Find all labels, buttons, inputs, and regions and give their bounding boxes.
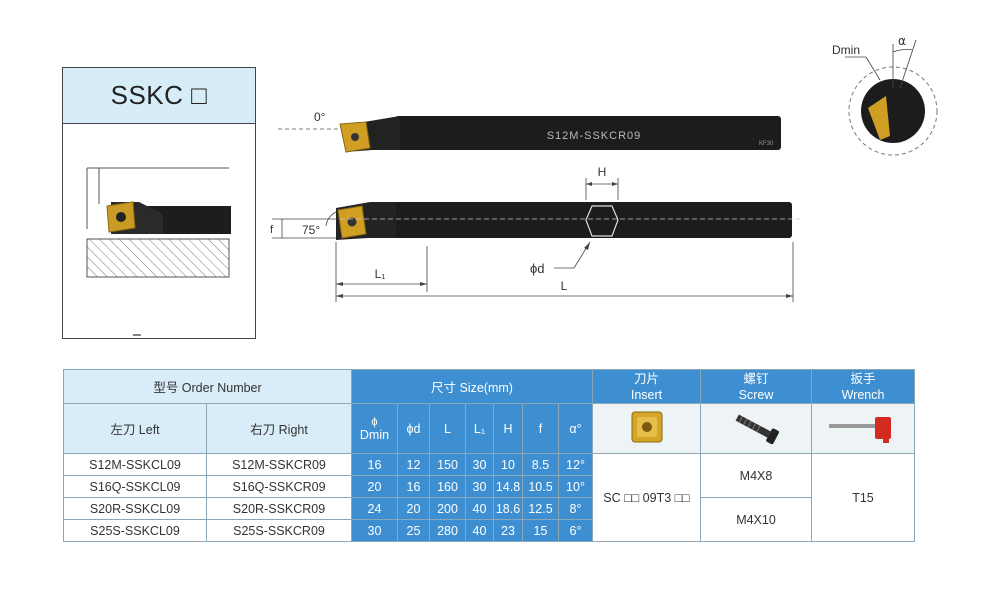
alpha-value: 12°	[558, 453, 593, 476]
dmin-value: 16	[351, 453, 398, 476]
left-model: S12M-SSKCL09	[63, 453, 207, 476]
l-value: 280	[429, 519, 466, 542]
h-value: 10	[493, 453, 523, 476]
zero-angle-label: 0°	[314, 110, 326, 124]
screw-image	[700, 403, 812, 454]
right-model: S12M-SSKCR09	[206, 453, 352, 476]
l-value: 150	[429, 453, 466, 476]
detail-insert	[868, 96, 890, 140]
dmin-value: 20	[351, 475, 398, 498]
top-bar-shank	[395, 116, 781, 150]
screw-icon	[735, 414, 779, 445]
order-number-header: 型号 Order Number	[63, 369, 352, 404]
d-col-header: ϕd	[397, 403, 430, 454]
l-col-header: L	[429, 403, 466, 454]
alpha-label: α	[898, 34, 906, 48]
f-label: f	[270, 224, 274, 236]
insert-value: SC □□ 09T3 □□	[592, 453, 701, 542]
right-model: S25S-SSKCR09	[206, 519, 352, 542]
size-header: 尺寸 Size(mm)	[351, 369, 593, 404]
approach-angle-label: 75°	[302, 223, 320, 237]
f-value: 10.5	[522, 475, 559, 498]
alpha-value: 6°	[558, 519, 593, 542]
d-value: 25	[397, 519, 430, 542]
d-value: 12	[397, 453, 430, 476]
left-header: 左刀 Left	[63, 403, 207, 454]
f-col-header: f	[522, 403, 559, 454]
left-model: S16Q-SSKCL09	[63, 475, 207, 498]
d-value: 16	[397, 475, 430, 498]
right-model: S16Q-SSKCR09	[206, 475, 352, 498]
bar-marking: S12M-SSKCR09	[547, 130, 642, 142]
h-label: H	[598, 165, 607, 179]
l1-label: L₁	[375, 267, 386, 281]
insert-icon	[631, 411, 662, 443]
screw-value-2: M4X10	[700, 497, 812, 542]
l1-col-header: L₁	[465, 403, 494, 454]
phid-label: ϕd	[530, 261, 545, 276]
dmin-value: 24	[351, 497, 398, 520]
table-row: S12M-SSKCL09 S12M-SSKCR09 16 12 150 30 1…	[63, 453, 915, 542]
f-value: 12.5	[522, 497, 559, 520]
table-row: S16Q-SSKCL09 S16Q-SSKCR09 20 16 160 30 1…	[63, 475, 915, 498]
l1-value: 40	[465, 497, 494, 520]
boring-detail-drawing	[86, 167, 231, 336]
h-value: 14.8	[493, 475, 523, 498]
h-col-header: H	[493, 403, 523, 454]
bar-small-marking: KF30	[759, 141, 774, 147]
wrench-icon	[829, 417, 891, 443]
f-value: 15	[522, 519, 559, 542]
left-model: S20R-SSKCL09	[63, 497, 207, 520]
screw-value-1: M4X8	[700, 453, 812, 498]
left-model: S25S-SSKCL09	[63, 519, 207, 542]
h-value: 18.6	[493, 497, 523, 520]
tool-drawing: S12M-SSKCR09 KF30 0° H ϕd f 75°	[270, 34, 938, 302]
main-bar-shank	[392, 202, 792, 238]
dmin-value: 30	[351, 519, 398, 542]
insert-image	[592, 403, 701, 454]
l-value: 160	[429, 475, 466, 498]
right-header: 右刀 Right	[206, 403, 352, 454]
right-model: S20R-SSKCR09	[206, 497, 352, 520]
wrench-value: T15	[811, 453, 915, 542]
h-value: 23	[493, 519, 523, 542]
l1-value: 40	[465, 519, 494, 542]
l1-value: 30	[465, 475, 494, 498]
alpha-value: 10°	[558, 475, 593, 498]
dmin-circle	[848, 66, 938, 156]
alpha-value: 8°	[558, 497, 593, 520]
table-row: S20R-SSKCL09 S20R-SSKCR09 24 20 200 40 1…	[63, 497, 915, 542]
dmin-label: Dmin	[832, 43, 860, 57]
table-row: S25S-SSKCL09 S25S-SSKCR09 30 25 280 40 2…	[63, 519, 915, 542]
alpha-col-header: α°	[558, 403, 593, 454]
product-code: SSKC □	[63, 68, 255, 124]
l-value: 200	[429, 497, 466, 520]
flat-section	[585, 205, 619, 237]
product-code-box: SSKC □	[62, 67, 256, 339]
l-label: L	[561, 279, 568, 293]
wrench-image	[811, 403, 915, 454]
l1-value: 30	[465, 453, 494, 476]
d-value: 20	[397, 497, 430, 520]
f-value: 8.5	[522, 453, 559, 476]
